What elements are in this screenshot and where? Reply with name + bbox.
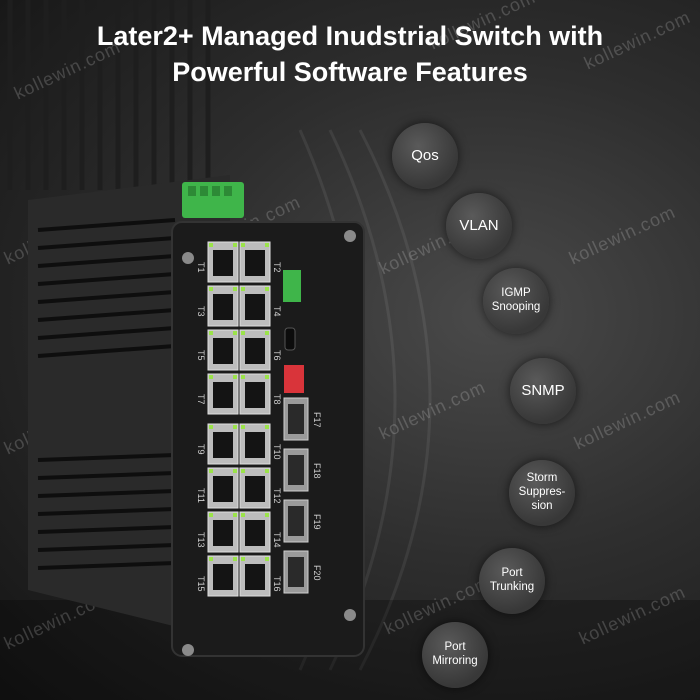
port-label: T2 [272, 262, 282, 273]
port-label: T11 [196, 488, 206, 503]
feature-snmp: SNMP [510, 358, 576, 424]
rj45-port [207, 555, 239, 597]
feature-qos: Qos [392, 123, 458, 189]
port-label: T13 [196, 532, 206, 548]
port-label: T15 [196, 576, 206, 592]
feature-label: IGMP Snooping [491, 287, 541, 313]
title-line-2: Powerful Software Features [172, 57, 528, 87]
sfp-label: F17 [312, 412, 322, 428]
port-label: T6 [272, 350, 282, 361]
feature-label: Port Mirroring [432, 641, 478, 667]
sfp-port [283, 448, 309, 492]
port-label: T9 [196, 444, 206, 455]
rj45-port [207, 329, 239, 371]
rj45-port [239, 467, 271, 509]
feature-storm-suppression: Storm Suppres- sion [509, 460, 575, 526]
rj45-port [207, 423, 239, 465]
sfp-label: F19 [312, 514, 322, 530]
sfp-ports [283, 397, 309, 594]
panel-screws [182, 230, 356, 656]
port-label: T8 [272, 394, 282, 405]
port-label: T16 [272, 576, 282, 592]
feature-label: VLAN [459, 217, 499, 234]
port-label: T5 [196, 350, 206, 361]
port-label: T12 [272, 488, 282, 504]
sfp-port [283, 550, 309, 594]
console-terminal [283, 270, 301, 302]
rj45-port [207, 373, 239, 415]
sfp-label: F18 [312, 463, 322, 479]
port-label: T10 [272, 444, 282, 460]
rj45-port [207, 511, 239, 553]
feature-label: Port Trunking [489, 567, 535, 593]
side-vents [37, 218, 176, 570]
rj45-port [239, 241, 271, 283]
rj45-port [207, 241, 239, 283]
rj45-port [207, 285, 239, 327]
feature-port-mirroring: Port Mirroring [422, 622, 488, 688]
feature-vlan: VLAN [446, 193, 512, 259]
rj45-ports [207, 241, 271, 597]
rj45-port [239, 423, 271, 465]
feature-label: Qos [411, 147, 439, 164]
rj45-port [239, 555, 271, 597]
port-label: T14 [272, 532, 282, 548]
dip-switch [284, 365, 304, 393]
port-label: T4 [272, 306, 282, 317]
rj45-port [239, 511, 271, 553]
feature-label: SNMP [521, 382, 565, 399]
port-label: T1 [196, 262, 206, 273]
feature-label: Storm Suppres- sion [518, 472, 566, 512]
sfp-port [283, 397, 309, 441]
rj45-port [239, 329, 271, 371]
rj45-port [207, 467, 239, 509]
rj45-port [239, 285, 271, 327]
sfp-label: F20 [312, 565, 322, 581]
background-vent-lines [7, 0, 211, 190]
feature-igmp-snooping: IGMP Snooping [483, 268, 549, 334]
sfp-port [283, 499, 309, 543]
feature-port-trunking: Port Trunking [479, 548, 545, 614]
port-label: T3 [196, 306, 206, 317]
port-label: T7 [196, 394, 206, 405]
title-line-1: Later2+ Managed Inudstrial Switch with [96, 21, 604, 51]
usb-console-port [284, 327, 296, 351]
page-title: Later2+ Managed Inudstrial Switch with P… [0, 18, 700, 90]
rj45-port [239, 373, 271, 415]
